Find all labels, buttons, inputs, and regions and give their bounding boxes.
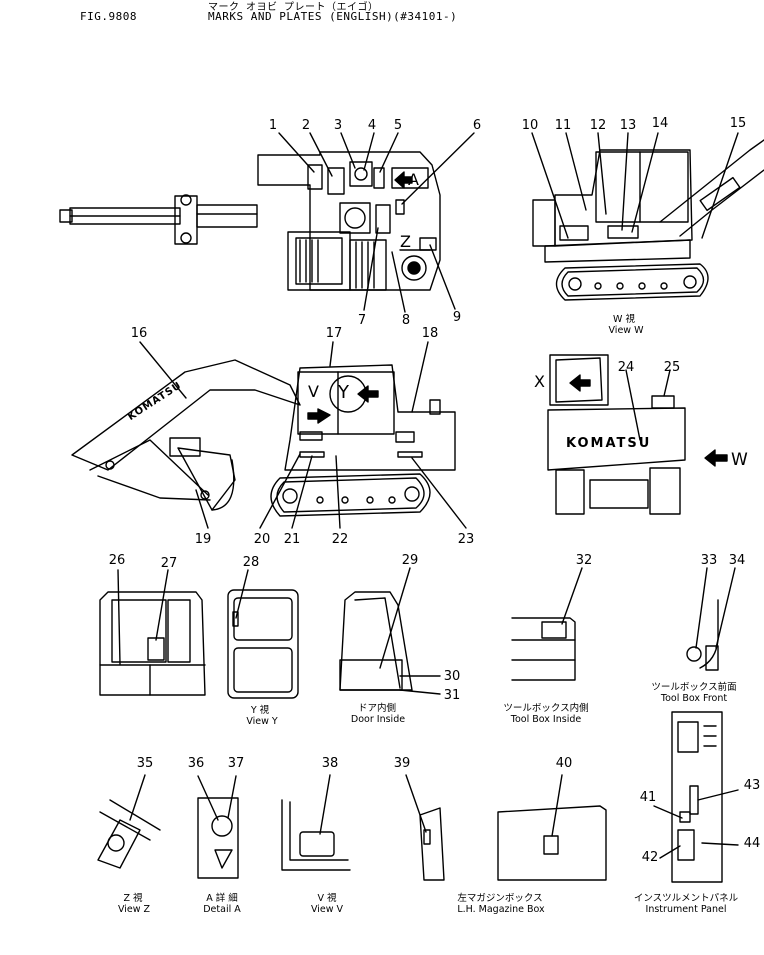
part-number: 14 — [651, 116, 669, 131]
part-number: 23 — [457, 532, 475, 547]
side-view-machine — [71, 341, 467, 529]
caption-toolbox-inside-jp: ツールボックス内側 — [503, 703, 589, 714]
part-number: 44 — [743, 836, 761, 851]
caption-magazine-box: L.H. Magazine Box — [457, 904, 545, 915]
part-number: 1 — [268, 118, 278, 133]
part-number: 16 — [130, 326, 148, 341]
part-number: 22 — [331, 532, 349, 547]
caption-detail-a-jp: A 詳 細 — [206, 893, 238, 904]
part-number: 35 — [136, 756, 154, 771]
caption-door-jp: ドア内側 — [357, 703, 397, 714]
view-letter-w: W — [731, 450, 748, 470]
view-x-rear — [547, 354, 728, 515]
tool-box-front — [686, 567, 736, 671]
counterweight-brand-label: KOMATSU — [566, 436, 652, 451]
part-number: 7 — [357, 313, 367, 328]
view-w-side — [531, 132, 764, 301]
instrument-panel — [653, 711, 739, 883]
cab-view-26-27 — [99, 569, 206, 696]
caption-view-w: View W — [608, 325, 644, 336]
caption-view-w-jp: W 視 — [613, 314, 635, 325]
top-view-machine — [59, 132, 475, 313]
part-number: 32 — [575, 553, 593, 568]
part-number: 10 — [521, 118, 539, 133]
caption-view-z-jp: Z 視 — [123, 893, 143, 904]
caption-toolbox-front: Tool Box Front — [660, 693, 728, 704]
view-letter-a: A — [408, 170, 419, 189]
caption-toolbox-inside: Tool Box Inside — [510, 714, 582, 725]
page-title: MARKS AND PLATES (ENGLISH)(#34101-) — [208, 10, 458, 23]
caption-view-v-jp: V 視 — [317, 893, 337, 904]
part-number: 30 — [443, 669, 461, 684]
part-number: 24 — [617, 360, 635, 375]
part-number: 37 — [227, 756, 245, 771]
part-number: 3 — [333, 118, 343, 133]
caption-toolbox-front-jp: ツールボックス前面 — [651, 682, 737, 693]
caption-view-v: View V — [310, 904, 344, 915]
part-number: 41 — [639, 790, 657, 805]
part-number: 29 — [401, 553, 419, 568]
caption-instrument-panel-jp: インスツルメントパネル — [633, 893, 739, 904]
part-number: 6 — [472, 118, 482, 133]
view-v — [281, 774, 351, 871]
view-letter-z: Z — [400, 232, 411, 251]
part-number: 42 — [641, 850, 659, 865]
tool-box-inside — [511, 567, 583, 681]
caption-view-y: View Y — [246, 716, 278, 727]
part-number: 31 — [443, 688, 461, 703]
part-number: 39 — [393, 756, 411, 771]
part-number: 28 — [242, 555, 260, 570]
part-number: 34 — [728, 553, 746, 568]
part-number: 43 — [743, 778, 761, 793]
caption-detail-a: Detail A — [203, 904, 241, 915]
view-letter-v: V — [308, 382, 319, 401]
part-number: 25 — [663, 360, 681, 375]
part-number: 18 — [421, 326, 439, 341]
part-number: 15 — [729, 116, 747, 131]
part-number: 36 — [187, 756, 205, 771]
part-number: 21 — [283, 532, 301, 547]
cab-view-y — [227, 569, 299, 699]
part-number: 13 — [619, 118, 637, 133]
part-number: 8 — [401, 313, 411, 328]
header-japanese: マーク オヨビ プレート（エイゴ） — [208, 2, 379, 13]
part-number: 2 — [301, 118, 311, 133]
part-number: 17 — [325, 326, 343, 341]
caption-instrument-panel: Instrument Panel — [645, 904, 727, 915]
part-number: 40 — [555, 756, 573, 771]
part-number: 4 — [367, 118, 377, 133]
part-number: 20 — [253, 532, 271, 547]
detail-a — [197, 775, 239, 879]
figure-number: FIG.9808 — [80, 10, 137, 23]
caption-magazine-box-jp: 左マガジンボックス — [457, 893, 543, 904]
part-number: 33 — [700, 553, 718, 568]
view-z — [97, 774, 161, 869]
part-number: 5 — [393, 118, 403, 133]
part-number: 9 — [452, 310, 462, 325]
caption-view-z: View Z — [117, 904, 151, 915]
part-number: 12 — [589, 118, 607, 133]
part-number: 38 — [321, 756, 339, 771]
view-letter-x: X — [534, 372, 545, 391]
part-number: 11 — [554, 118, 572, 133]
lh-magazine-box — [405, 774, 607, 881]
view-letter-y: Y — [338, 382, 349, 403]
caption-view-y-jp: Y 視 — [250, 705, 270, 716]
part-number: 26 — [108, 553, 126, 568]
part-number: 19 — [194, 532, 212, 547]
part-number: 27 — [160, 556, 178, 571]
door-inside — [339, 567, 441, 695]
caption-door: Door Inside — [350, 714, 406, 725]
